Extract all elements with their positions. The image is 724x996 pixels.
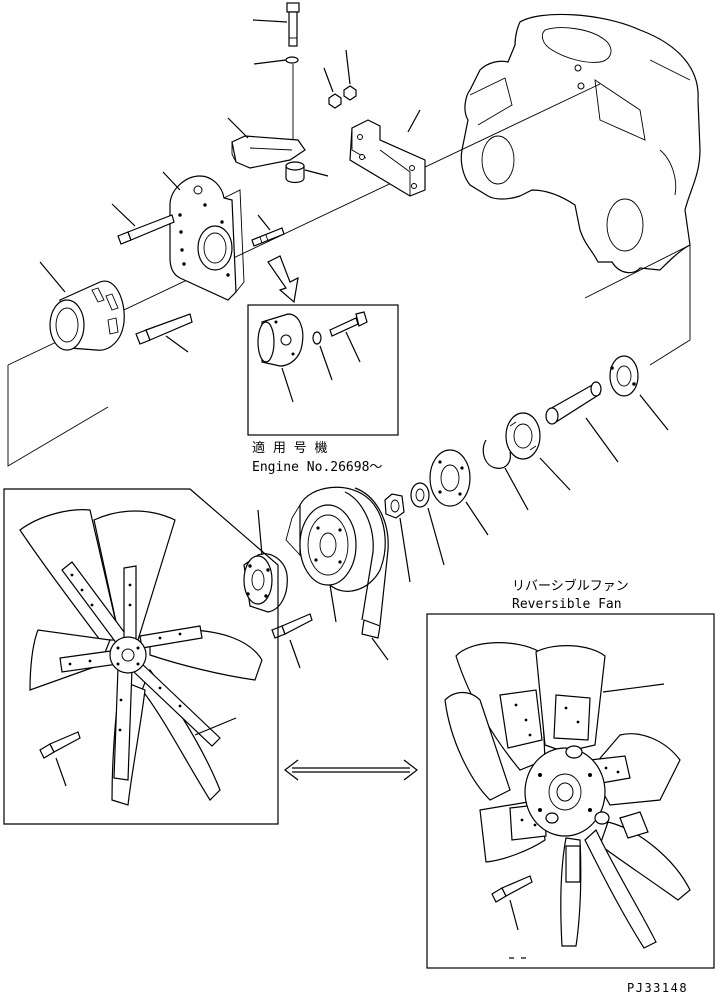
- long-bolt: [135, 313, 193, 353]
- reversible-fan-frame: [426, 613, 715, 969]
- axis-guide-left: [7, 365, 109, 467]
- bracket-bolt: [252, 2, 300, 47]
- fan-hub-housing: [39, 261, 125, 351]
- standard-fan-bolt: [39, 731, 81, 787]
- upper-bracket: [227, 117, 306, 169]
- bracket-nut-2: [343, 49, 357, 101]
- spacer-bolt: [271, 613, 313, 669]
- standard-fan-leader: [194, 717, 237, 736]
- plate-bolt-left: [111, 203, 175, 245]
- reversible-fan-label-en: Reversible Fan: [512, 597, 622, 612]
- reversible-fan-hub: [524, 745, 610, 837]
- interchange-arrow: [284, 759, 418, 781]
- reversible-fan-bolt: [491, 875, 533, 931]
- hub-shaft: [545, 381, 619, 463]
- fan-pulley: [285, 486, 386, 623]
- hub-bearing: [505, 412, 571, 491]
- hub-flange: [429, 449, 489, 536]
- pipe-bracket: [349, 109, 426, 197]
- hub-disc: [609, 355, 669, 431]
- inset-washer: [312, 331, 333, 381]
- stud-bolt: [251, 214, 285, 247]
- standard-fan-frame: [3, 488, 279, 825]
- inset-frame: [247, 304, 399, 436]
- inset-note-engine-no: Engine No.26698～: [252, 460, 382, 475]
- spacer-collar: [285, 161, 329, 184]
- applicable-engine-inset: [247, 304, 399, 436]
- bracket-washer: [253, 56, 299, 65]
- engine-block: [460, 13, 701, 274]
- hub-nut: [384, 493, 411, 583]
- fan-support-plate: [162, 171, 245, 301]
- inset-plate: [257, 313, 304, 403]
- inset-note-jp: 適 用 号 機: [252, 440, 327, 456]
- page-code: PJ33148: [627, 981, 688, 995]
- bracket-nut-1: [323, 67, 342, 109]
- hub-washer: [410, 482, 445, 566]
- reversible-fan-panel: [426, 613, 715, 969]
- fan-belt: [344, 487, 389, 661]
- reversible-fan-label-jp: リバーシブルファン: [512, 578, 629, 594]
- reversible-fan-plates: [499, 689, 649, 883]
- axis-guide-right: [584, 244, 691, 366]
- fan-spacer: [243, 509, 288, 613]
- reversible-fan-leader: [602, 683, 665, 693]
- snap-ring: [482, 439, 529, 511]
- standard-fan-panel: [3, 488, 279, 825]
- inset-bolt: [329, 311, 368, 363]
- inset-arrow: [267, 255, 299, 304]
